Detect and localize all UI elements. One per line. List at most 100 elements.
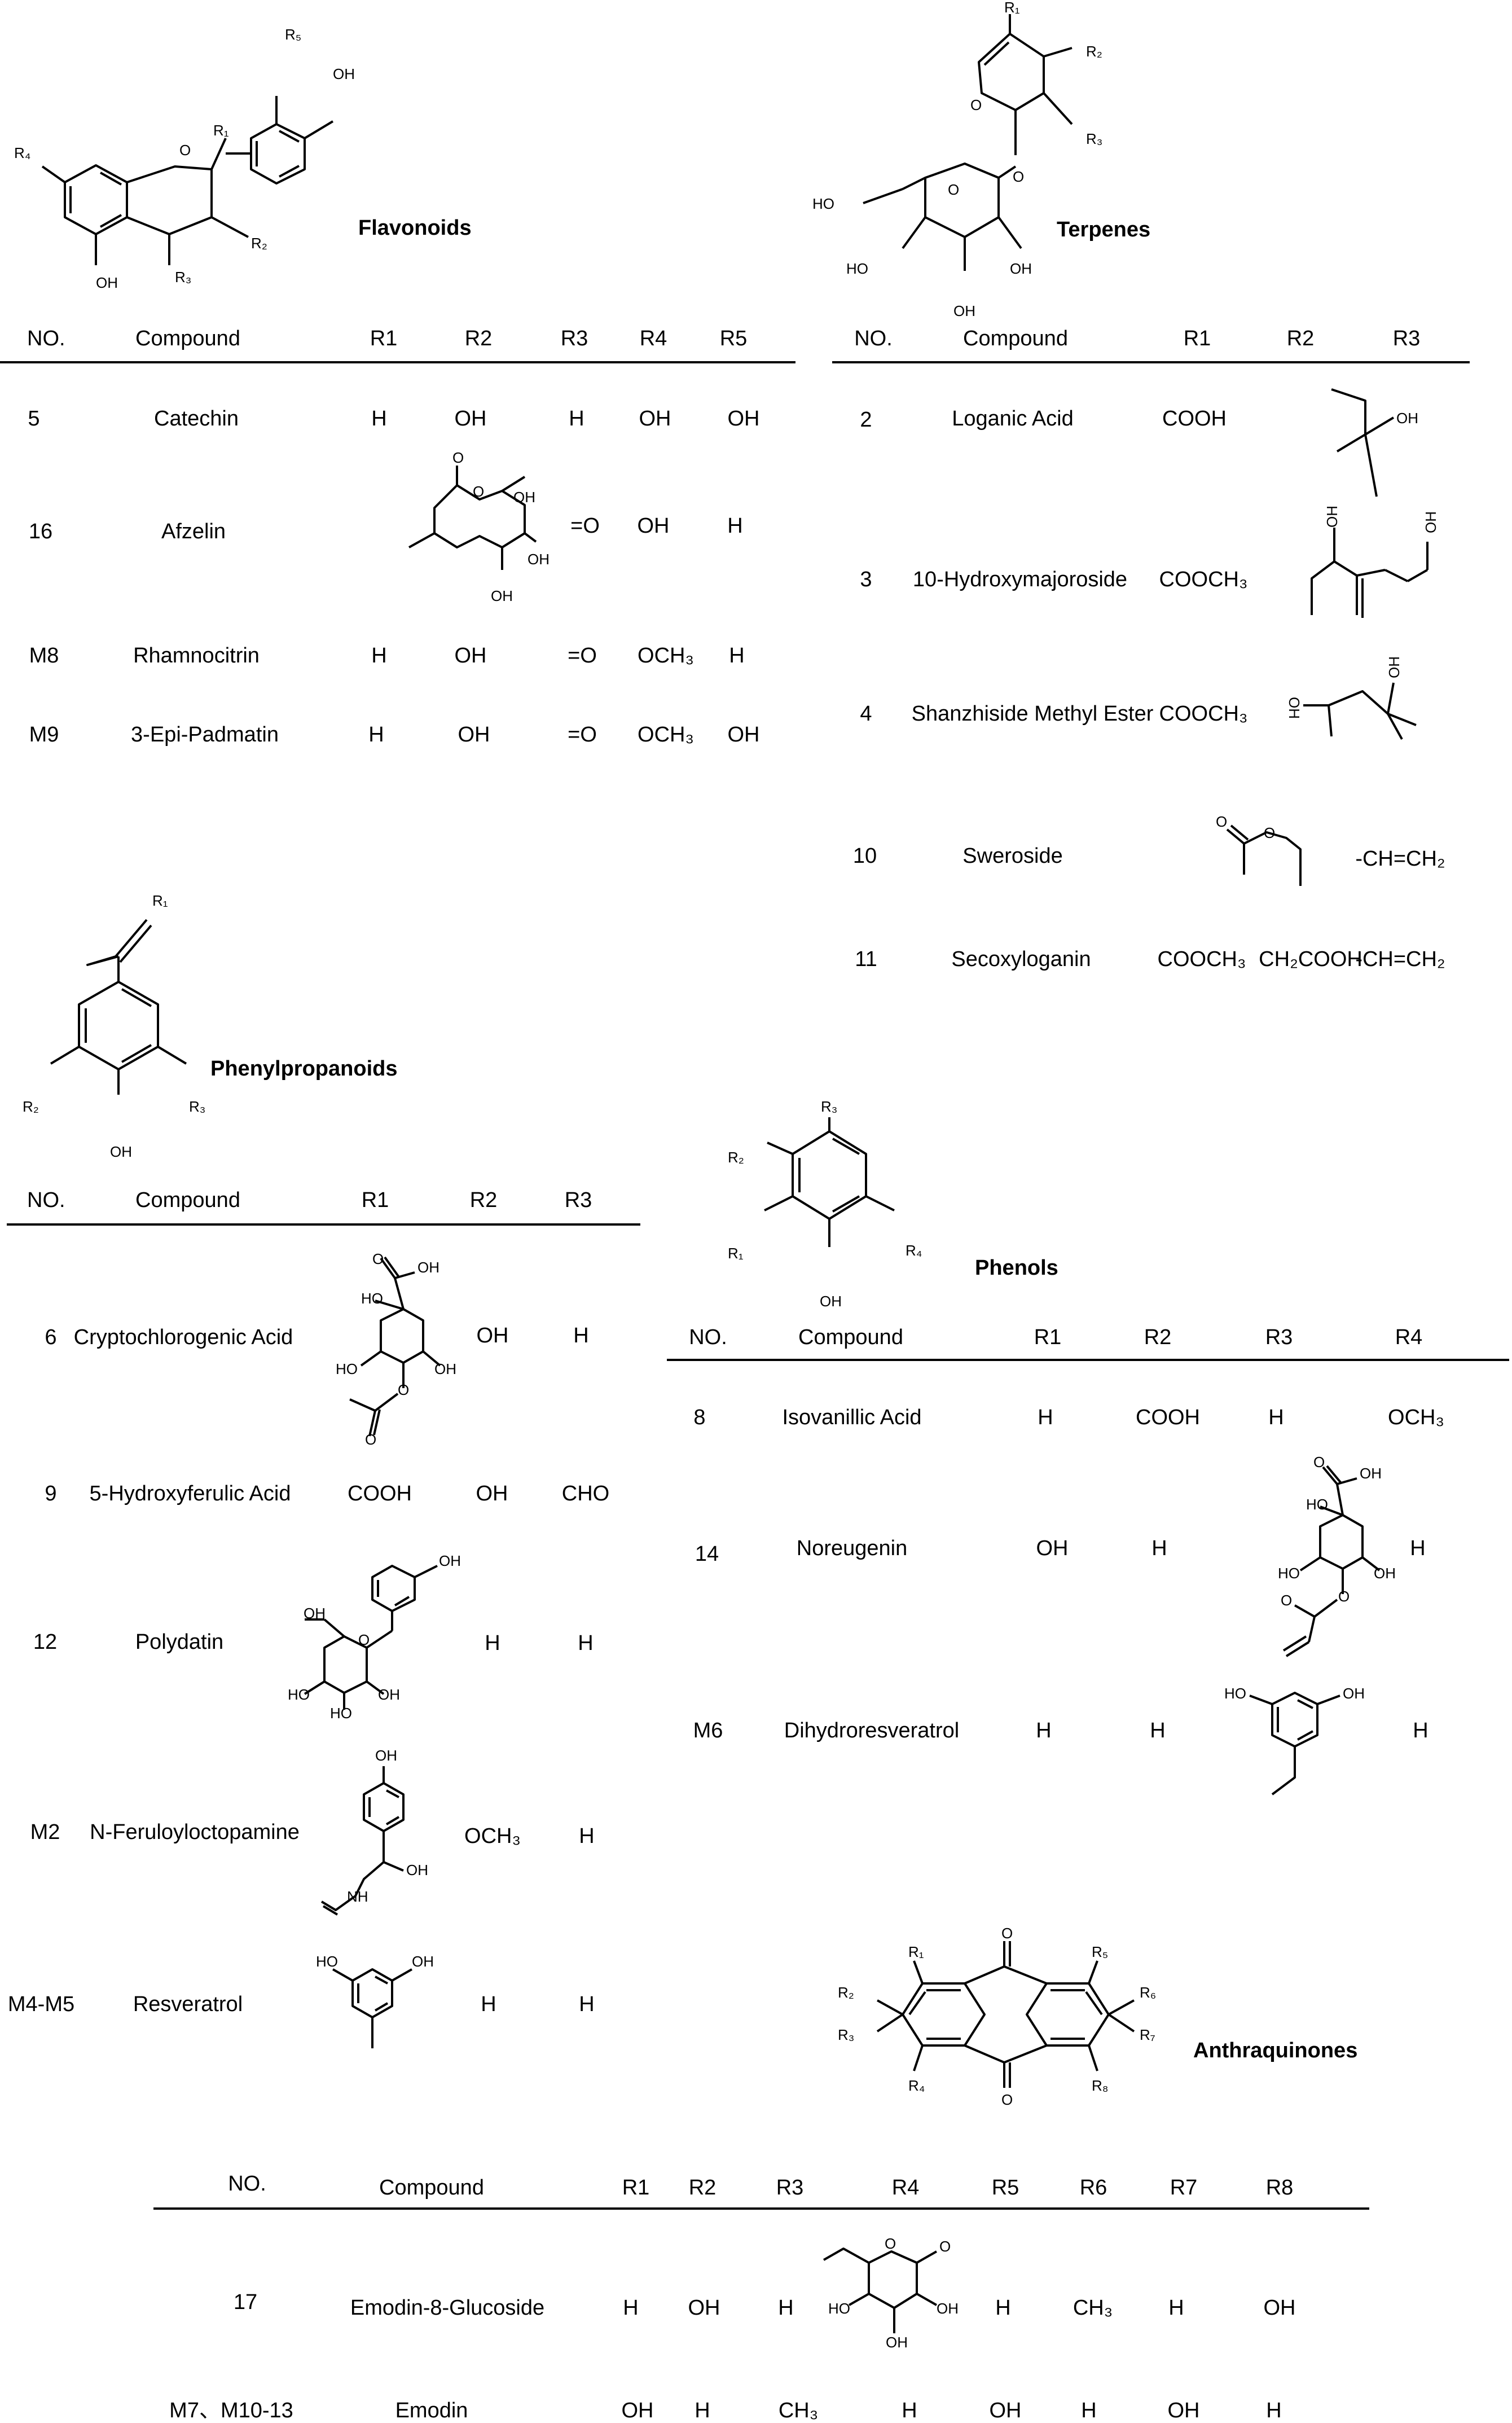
terpenes-header-rule [832,361,1470,363]
noreugenin-label-o: O [1281,1592,1292,1609]
iridoid-glycoside-core-structure: O O O R₁ R₂ R₃ HO HO OH OH [812,0,1102,319]
phenylpropanoid-label-r2: R₂ [23,1098,39,1115]
terpenes-row-r1: COOCH₃ [1159,568,1248,591]
anthraquinone-label-r8: R₈ [1092,2077,1109,2094]
hydroxymajoroside-label-oh: OH [1422,511,1439,533]
anthraquinones-header-r4: R4 [891,2176,920,2200]
flavonoids-title: Flavonoids [358,216,472,240]
rhamnose-label-o: O [452,449,464,466]
anthraquinones-row-compound: Emodin-8-Glucoside [350,2296,545,2320]
phenylpropanoids-header-compound: Compound [135,1188,240,1212]
anthraquinones-title: Anthraquinones [1193,2039,1358,2062]
sweroside-label-o: O [1216,813,1227,830]
phenol-label-r3: R₃ [821,1098,837,1115]
feruloyloctopamine-label-oh: OH [406,1862,428,1878]
phenols-row-r4: H [1410,1537,1426,1560]
glucoside-label-ho: HO [828,2300,850,2317]
terpenes-row-compound: Sweroside [962,844,1063,868]
anthraquinone-label-r3: R₃ [838,2026,854,2043]
terpenes-row-r2: CH₂COOH [1259,947,1362,971]
phenylpropanoids-row-compound: N-Feruloyloctopamine [90,1820,300,1844]
anthraquinones-header-r8: R8 [1265,2176,1294,2200]
polydatin-label-o: O [358,1631,370,1648]
flavonoids-row-r4: OCH₃ [638,644,694,668]
resveratrol-label-ho: HO [316,1953,338,1970]
glucoside-label-oh: OH [886,2334,908,2351]
phenols-title: Phenols [975,1256,1058,1280]
resveratrol-r1-structure: HO OH [316,1953,434,2048]
anthraquinones-header-r3: R3 [776,2176,804,2200]
cryptochlorogenic-label-o: O [372,1250,384,1267]
phenylpropanoids-header-r2: R2 [469,1188,498,1212]
anthraquinone-label-o: O [1001,2091,1013,2108]
phenols-row-compound: Noreugenin [796,1537,908,1560]
phenol-label-r4: R₄ [906,1242,922,1259]
phenylpropanoids-row-r3: CHO [561,1482,610,1505]
cryptochlorogenic-label-o: O [398,1381,409,1398]
flavonoids-row-compound: Afzelin [161,520,226,543]
terpenes-row-compound: Loganic Acid [952,407,1074,431]
anthraquinones-row-r1: H [623,2296,639,2320]
phenylpropanoids-row-r3: H [579,1992,595,2016]
phenylpropanoids-row-r3: H [579,1824,595,1848]
terpenes-row-r3: -CH=CH₂ [1355,947,1445,971]
anthraquinone-label-o: O [1001,1925,1013,1942]
rhamnose-label-oh: OH [513,489,535,506]
phenylpropanoids-header-no: NO. [27,1188,65,1212]
phenols-row-r4: H [1413,1719,1429,1742]
rhamnose-structure: O O OH OH OH [408,449,550,604]
anthraquinones-header-r1: R1 [622,2176,650,2200]
phenylpropanoids-header-r1: R1 [361,1188,389,1212]
anthraquinones-row-r3: CH₃ [778,2399,819,2422]
sweroside-r-group-structure: O O [1216,813,1302,886]
terpenes-row-no: 10 [852,844,877,868]
phenylpropanoids-row-compound: Resveratrol [133,1992,243,2016]
phenylpropanoids-row-compound: Polydatin [135,1630,224,1654]
flavonoids-header-r3: R3 [560,327,588,350]
noreugenin-label-ho: HO [1306,1496,1328,1513]
flavonoids-header-compound: Compound [135,327,240,350]
phenylpropanoid-core-structure: R₁ R₂ R₃ OH [23,892,205,1160]
flavonoid-label-r3: R₃ [175,269,191,286]
glucoside-label-o: O [885,2235,896,2252]
flavonoids-row-no: 16 [28,520,53,543]
sweroside-label-o: O [1264,824,1275,841]
polydatin-label-ho: HO [288,1686,310,1703]
terpenes-row-no: 11 [855,947,877,971]
flavonoids-row-r4: OH [639,407,671,431]
flavonoids-row-no: M9 [29,723,59,747]
polydatin-label-oh: OH [378,1686,400,1703]
anthraquinone-label-r5: R₅ [1092,1943,1108,1960]
anthraquinones-header-no: NO. [228,2172,266,2196]
terpenes-row-no: 4 [860,702,872,726]
terpenes-row-no: 2 [860,408,872,432]
phenylpropanoids-row-r1: COOH [348,1482,412,1505]
anthraquinone-core-structure: O O R₁ R₂ R₃ R₄ R₅ R₆ R₇ R₈ [838,1925,1156,2108]
terpene-label-r1: R₁ [1004,0,1020,16]
anthraquinones-row-r6: CH₃ [1073,2296,1113,2320]
phenols-header-r4: R4 [1395,1325,1423,1349]
phenylpropanoids-row-r2: OCH₃ [464,1824,521,1848]
phenylpropanoids-row-no: M4-M5 [7,1992,75,2016]
phenols-row-r3: H [1268,1406,1284,1429]
phenols-row-no: 14 [695,1542,719,1566]
feruloyloctopamine-label-nh: NH [347,1888,368,1905]
terpenes-row-no: 3 [860,568,872,591]
phenol-core-structure: R₃ R₂ R₁ R₄ OH [728,1098,922,1310]
phenylpropanoids-row-no: M2 [30,1820,60,1844]
terpenes-row-r3: -CH=CH₂ [1355,847,1445,871]
phenylpropanoids-header-r3: R3 [564,1188,592,1212]
polydatin-label-oh: OH [304,1605,326,1622]
glucoside-r4-structure: O O HO OH OH [823,2235,959,2351]
phenols-header-no: NO. [689,1325,727,1349]
glucoside-label-oh: OH [937,2300,959,2317]
anthraquinones-row-r1: OH [621,2399,654,2422]
flavonoids-row-r4: OCH₃ [638,723,694,747]
phenol-label-oh: OH [820,1293,842,1310]
anthraquinones-row-r8: H [1266,2399,1282,2422]
loganic-r-group-structure: OH [1331,388,1418,497]
cryptochlorogenic-label-ho: HO [336,1360,358,1377]
shanzhiside-label-oh: OH [1386,656,1403,678]
flavonoids-row-r2: OH [454,644,487,668]
phenols-row-compound: Isovanillic Acid [782,1406,922,1429]
